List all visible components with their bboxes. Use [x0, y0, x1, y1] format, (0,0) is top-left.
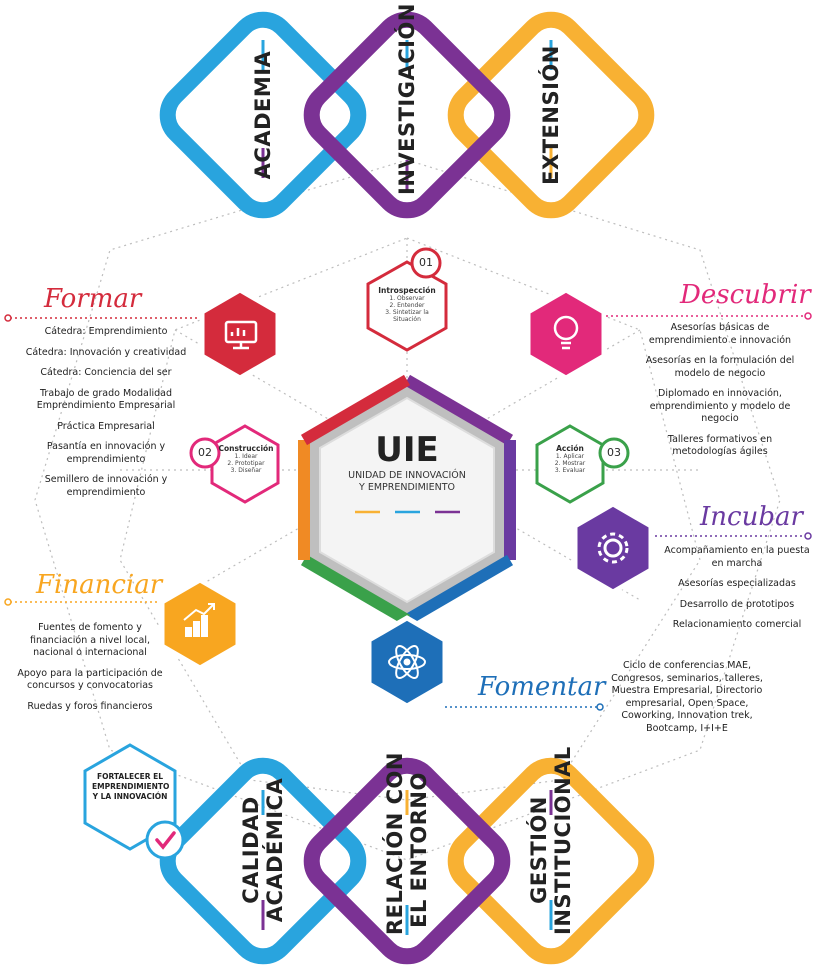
bottom-pillars [159, 757, 655, 965]
list-item: Práctica Empresarial [57, 420, 155, 432]
bottom-accent-bars [261, 790, 553, 935]
list-item: Relacionamiento comercial [672, 619, 802, 630]
step-03-number: 03 [607, 446, 621, 459]
step-01-title: Introspección [378, 286, 436, 295]
list-item: Apoyo para la participación de concursos… [17, 667, 163, 692]
step-01-item: 1. Observar [389, 295, 425, 302]
list-item: Talleres formativos en metodologías ágil… [667, 433, 773, 458]
step-01-item: 3. Sintetizar la [385, 309, 429, 316]
list-item: Acompañamiento en la puesta en marcha [664, 545, 810, 569]
step-02-item: 2. Prototipar [227, 460, 265, 467]
descubrir-list: Asesorías básicas de emprendimiento e in… [640, 322, 800, 467]
formar-list: Cátedra: Emprendimiento Cátedra: Innovac… [20, 326, 192, 507]
step-02-item: 1. Idear [234, 453, 258, 460]
step-01-item: Situación [393, 316, 421, 323]
list-item: Ciclo de conferencias MAE, Congresos, se… [611, 660, 763, 734]
descubrir-hex [525, 287, 607, 381]
list-item: Fuentes de fomento y financiación a nive… [29, 622, 151, 658]
step-02-item: 3. Diseñar [230, 467, 262, 474]
step-02-title: Construcción [218, 444, 274, 453]
fomentar-title: Fomentar [478, 672, 606, 702]
list-item: Asesorías básicas de emprendimiento e in… [648, 322, 792, 346]
lightbulb-icon [553, 315, 579, 350]
pillar-academia-frame [159, 11, 367, 219]
list-item: Semillero de innovación y emprendimiento [44, 474, 168, 498]
step-01-hex [366, 260, 448, 352]
incubar-title: Incubar [700, 502, 803, 532]
list-item: Cátedra: Emprendimiento [44, 326, 168, 337]
list-item: Asesorías especializadas [678, 578, 796, 589]
top-accent-bars [261, 40, 553, 190]
list-item: Cátedra: Conciencia del ser [40, 367, 172, 378]
list-item: Pasantía en innovación y emprendimiento [46, 441, 166, 465]
list-item: Desarrollo de prototipos [679, 598, 795, 610]
step-hexagons [189, 247, 630, 504]
connector-lines [10, 315, 806, 708]
incubar-hex [572, 501, 654, 595]
badge-hex [83, 743, 177, 851]
formar-title: Formar [44, 284, 142, 314]
step-03-block: Acción 1. Aplicar 2. Mostrar 3. Evaluar [538, 444, 602, 474]
list-item: Cátedra: Innovación y creatividad [25, 346, 187, 358]
pillar-relacion-frame [303, 757, 511, 965]
list-item: Diplomado en innovación, emprendimiento … [649, 388, 791, 424]
financiar-title: Financiar [36, 570, 163, 600]
step-01-item: 2. Entender [389, 302, 425, 309]
pillar-investigacion-frame [303, 11, 511, 219]
growth-chart-icon [183, 603, 215, 637]
pillar-investigacion-label: INVESTIGACIÓN [395, 3, 419, 195]
fomentar-list: Ciclo de conferencias MAE, Congresos, se… [604, 660, 770, 743]
pillar-extension-frame [447, 11, 655, 219]
top-pillars [159, 11, 655, 219]
pillar-calidad-frame [159, 757, 367, 965]
step-02-number: 02 [198, 446, 212, 459]
badge-text: FORTALECER EL EMPRENDIMIENTO Y LA INNOVA… [92, 772, 170, 801]
check-icon [155, 831, 176, 850]
step-03-item: 2. Mostrar [554, 460, 586, 467]
step-03-title: Acción [556, 444, 584, 453]
step-01-number: 01 [419, 256, 433, 269]
descubrir-title: Descubrir [680, 280, 811, 310]
pillar-extension-label: EXTENSIÓN [539, 45, 563, 185]
pillar-academia-label: ACADEMIA [251, 50, 275, 180]
list-item: Ruedas y foros financieros [27, 700, 153, 712]
connector-dots [4, 312, 812, 711]
formar-hex [199, 287, 281, 381]
financiar-list: Fuentes de fomento y financiación a nive… [12, 622, 168, 721]
step-01-block: Introspección 1. Observar 2. Entender 3.… [370, 286, 444, 323]
step-03-item: 1. Aplicar [555, 453, 585, 460]
center-hexagon [298, 374, 516, 626]
atom-icon [388, 645, 426, 679]
monitor-chart-icon [224, 320, 258, 350]
center-title: UIE [375, 430, 439, 470]
step-02-block: Construcción 1. Idear 2. Prototipar 3. D… [214, 444, 278, 474]
list-item: Asesorías en la formulación del modelo d… [645, 355, 795, 379]
list-item: Trabajo de grado Modalidad Emprendimient… [36, 387, 176, 412]
gear-icon [597, 532, 629, 564]
incubar-list: Acompañamiento en la puesta en marcha As… [664, 545, 810, 640]
pillar-gestion-frame [447, 757, 655, 965]
step-03-item: 3. Evaluar [554, 467, 586, 474]
